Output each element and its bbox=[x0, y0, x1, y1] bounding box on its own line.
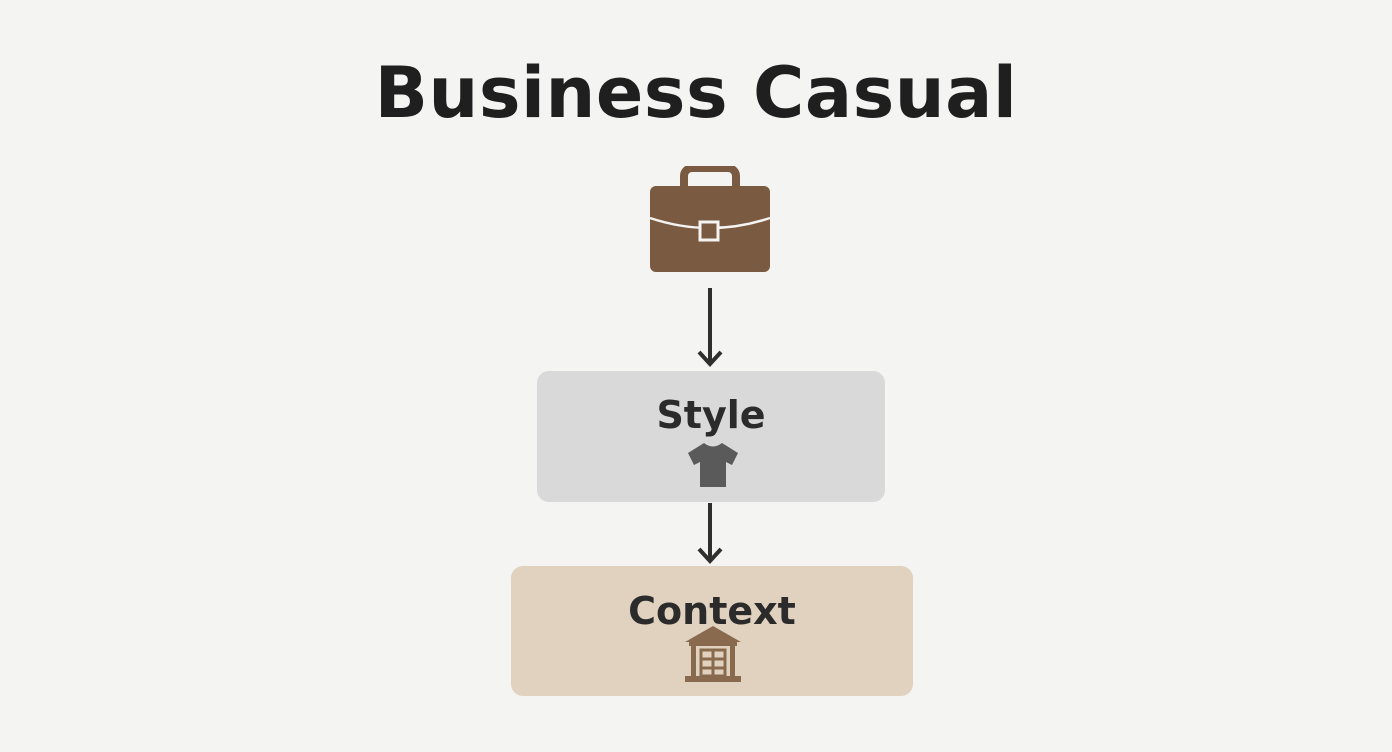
context-node: Context bbox=[511, 566, 913, 696]
diagram-title: Business Casual bbox=[374, 52, 1018, 134]
context-node-label: Context bbox=[628, 589, 796, 633]
style-node-label: Style bbox=[656, 393, 766, 437]
style-node: Style bbox=[537, 371, 885, 502]
arrow-down-2 bbox=[697, 503, 723, 564]
tshirt-icon bbox=[688, 443, 738, 487]
building-icon bbox=[685, 626, 741, 682]
arrow-down-1 bbox=[697, 288, 723, 367]
briefcase-icon bbox=[649, 166, 771, 272]
